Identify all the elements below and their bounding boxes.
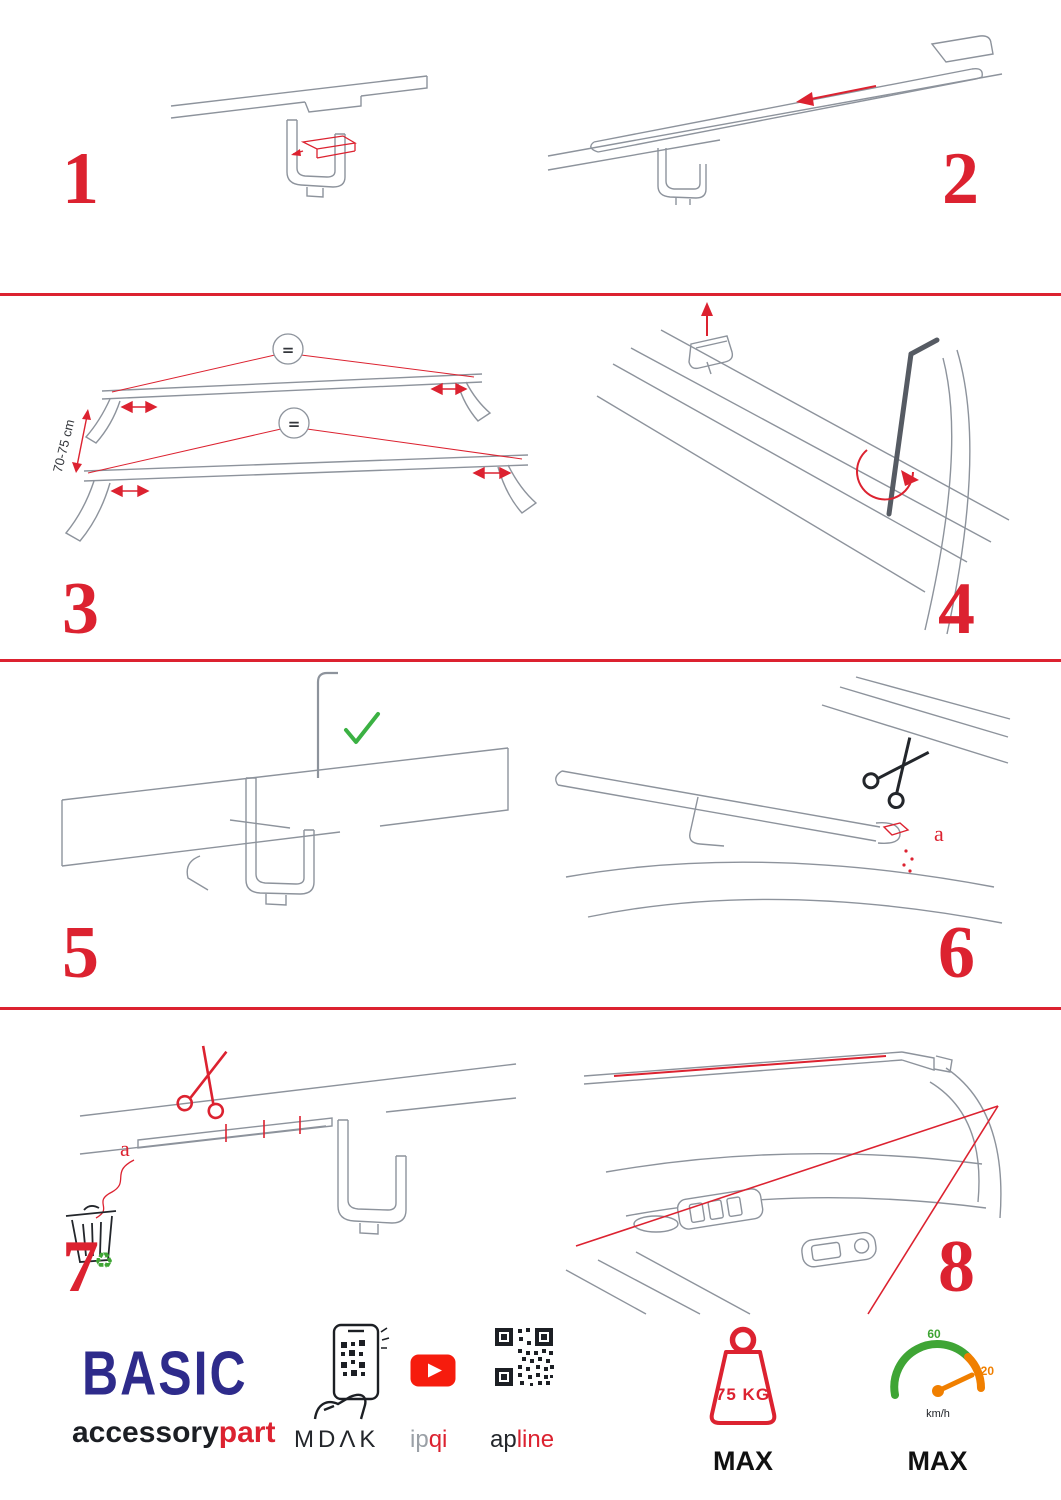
weight-max-label: MAX [713,1446,773,1476]
bar-red-stripe [613,1055,887,1077]
up-arrow [701,302,713,336]
equal-distance-lines [87,354,523,474]
falling-bits [902,849,914,873]
ipqi-ip: ip [410,1426,429,1453]
scissors-icon-red [176,1045,228,1120]
cut-piece [882,822,910,836]
rotate-arrow [856,449,919,501]
weight-value: 75 KG [716,1385,770,1404]
discard-line [95,1159,135,1219]
recycle-icon: ♻ [94,1248,114,1273]
crossbar [547,35,1003,205]
scissors-icon [862,737,930,809]
equals-sign: = [288,415,301,433]
equals-circles [272,333,310,439]
step-7-drawing: a ♻ [65,1045,517,1273]
section-divider [0,293,1061,296]
buckle-1 [676,1188,764,1230]
slide-arrow [796,85,877,106]
highlight-lines [575,1105,999,1315]
door-frame [61,747,509,906]
brand-logo-basic: BASIC [82,1338,248,1409]
gauge-needle [935,1372,975,1394]
roof-edge [596,329,1010,635]
allen-key-icon [886,337,940,517]
brand-logo-accessorypart: accessorypart [72,1418,275,1448]
check-icon [344,712,380,744]
two-crossbars [64,373,538,542]
step-7-number: 7 [62,1226,99,1308]
step-5-number: 5 [62,912,99,994]
foot-pad [633,1215,679,1233]
step-2-drawing [547,35,1003,205]
step-8-number: 8 [938,1226,975,1308]
cut-ticks [225,1116,301,1142]
apline-ap: ap [490,1426,517,1453]
step-6-number: 6 [938,912,975,994]
section-divider [0,659,1061,662]
speed-min: 60 [927,1327,941,1341]
section-divider [0,1007,1061,1010]
partner-logo-ipqi: ipqi [410,1428,447,1452]
step-2-number: 2 [942,138,979,220]
phone-qr-scan-icon [313,1323,390,1420]
equals-sign: = [282,341,295,359]
brand-accessory: accessory [72,1416,219,1449]
apline-line: line [516,1426,555,1453]
part-label-a: a [120,1136,130,1161]
step-8-drawing [565,1051,1002,1315]
youtube-play-icon [410,1354,456,1387]
weight-limit-icon: 75 KG [709,1326,777,1425]
qr-code-icon [492,1325,556,1389]
dimension-arrows [110,382,512,498]
bar-endcap [555,676,1011,924]
partner-logo-mdak: MDΛK [294,1426,380,1453]
roof-rail [170,75,428,198]
dimension-70-75: 70-75 cm [50,409,91,474]
part-label-a: a [934,821,944,846]
lock-pin [316,671,338,778]
step-5-drawing [61,671,509,906]
step-1-drawing [170,75,428,198]
step-4-drawing [596,302,1010,635]
roof-top-view [565,1051,1002,1315]
buckle-2 [801,1231,877,1268]
partner-logo-apline: apline [490,1428,554,1452]
strip-and-clamp [79,1063,517,1235]
speed-max-label: MAX [907,1446,968,1476]
step-3-drawing: = = 70-75 cm [50,333,538,542]
step-6-drawing: a [555,676,1011,924]
trash-bin-icon [65,1205,117,1263]
insert-pad-highlight [291,135,357,159]
clamp [688,335,734,375]
ipqi-qi: qi [428,1426,448,1453]
step-4-number: 4 [938,568,975,650]
step-3-number: 3 [62,568,99,650]
speed-max-value: 120 [974,1364,994,1378]
brand-part: part [218,1416,276,1449]
speedometer-icon: 60 120 km/h [890,1327,994,1420]
step-1-number: 1 [62,138,99,220]
speed-unit: km/h [926,1408,950,1420]
